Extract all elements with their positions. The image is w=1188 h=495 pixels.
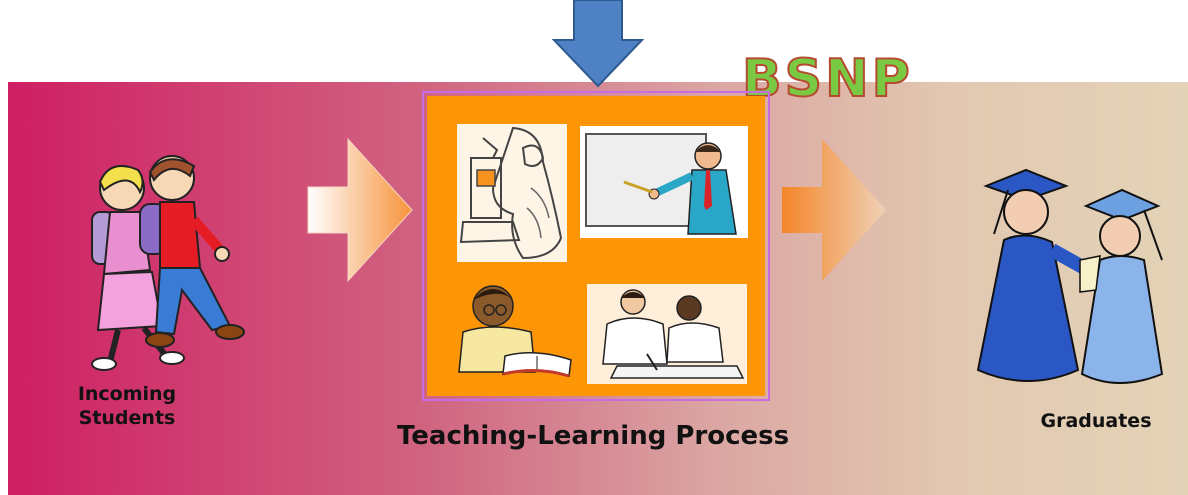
brand-logo: BSNP	[741, 49, 913, 109]
incoming-label-line1: Incoming	[77, 383, 177, 405]
graduates-label: Graduates	[1040, 410, 1152, 432]
teacher-whiteboard-icon	[580, 126, 748, 238]
process-label: Teaching-Learning Process	[397, 421, 790, 451]
students-writing-icon	[587, 284, 747, 384]
incoming-students-label: Incoming Students	[62, 383, 192, 431]
graduates-icon	[976, 168, 1164, 384]
students-walking-icon	[91, 155, 245, 371]
process-box	[422, 91, 770, 401]
right-arrow-icon	[307, 137, 413, 283]
right-arrow-icon	[782, 139, 886, 281]
scientist-microscope-icon	[457, 124, 567, 262]
down-arrow-icon	[552, 0, 644, 88]
incoming-label-line2: Students	[78, 406, 176, 429]
student-reading-icon	[458, 285, 572, 378]
